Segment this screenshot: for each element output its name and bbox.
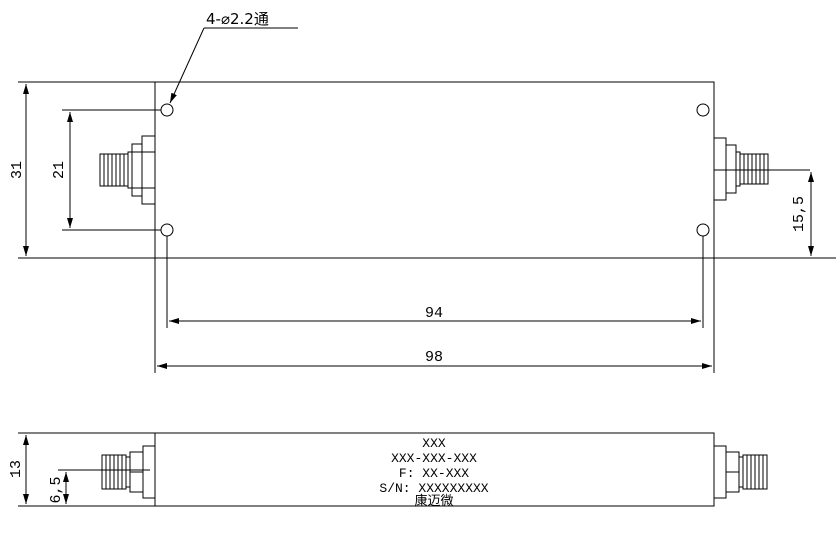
label-line-5: 康迈微 [414,493,453,509]
top-body-outline [154,81,715,259]
svg-text:94: 94 [425,305,443,322]
right-sma-connector-side [713,445,768,499]
svg-text:98: 98 [425,349,443,366]
mounting-hole-top-left [160,103,174,117]
svg-text:15,5: 15,5 [791,196,808,232]
mounting-hole-bottom-left [160,223,174,237]
hole-callout-text: 4-⌀2.2通 [206,10,269,28]
dim-right-offset: 15,5 [791,172,814,256]
left-sma-connector [99,135,156,205]
svg-text:6,5: 6,5 [48,476,65,503]
product-label: XXX XXX-XXX-XXX F: XX-XXX S/N: XXXXXXXXX… [379,436,488,509]
dim-body-height: 31 [9,81,836,259]
label-line-1: XXX [422,436,446,451]
top-view: 4-⌀2.2通 31 21 15,5 94 [9,10,836,373]
left-sma-connector-side [101,445,156,499]
mounting-hole-bottom-right [696,223,710,237]
dim-hole-spacing: 94 [166,236,704,328]
label-line-4: S/N: XXXXXXXXX [379,481,488,496]
dim-connector-spacing: 21 [51,109,161,231]
label-line-3: F: XX-XXX [399,466,469,481]
dim-side-height: 13 [8,432,155,507]
svg-text:13: 13 [8,460,25,478]
side-view: 13 6,5 XXX XXX-XXX-XXX F: XX-XXX S/N: XX… [8,432,768,509]
dim-side-connector: 6,5 [48,469,150,504]
svg-text:31: 31 [9,161,26,179]
label-line-2: XXX-XXX-XXX [391,451,477,466]
hole-callout: 4-⌀2.2通 [169,10,298,104]
right-sma-connector [713,137,810,201]
svg-text:21: 21 [51,161,68,179]
mounting-hole-top-right [696,103,710,117]
dim-body-width: 98 [154,258,715,373]
